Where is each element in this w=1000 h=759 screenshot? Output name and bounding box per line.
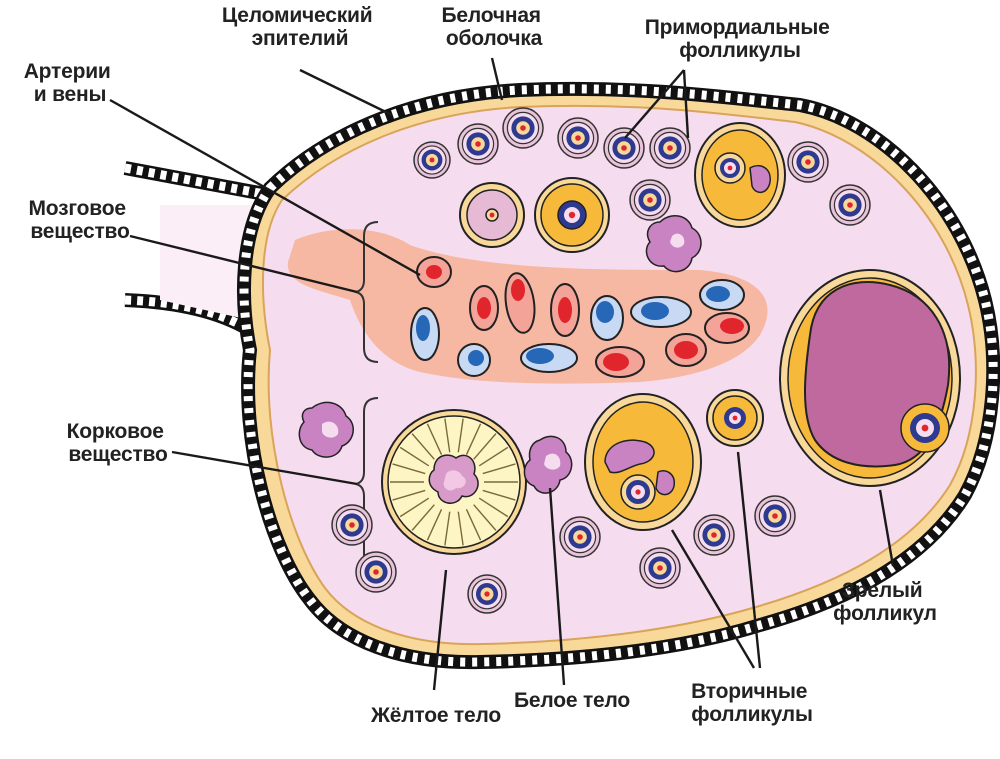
vein: [590, 295, 624, 341]
mature-follicle: [779, 269, 961, 487]
luteal-ray: [411, 433, 435, 460]
primordial-follicle: [559, 516, 601, 558]
artery: [595, 346, 645, 378]
luteal-ray: [465, 423, 482, 456]
primordial-follicle: [629, 179, 671, 221]
primordial-follicle: [829, 184, 871, 226]
primordial-follicle: [754, 495, 796, 537]
primordial-follicle: [457, 123, 499, 165]
luteal-ray: [392, 463, 426, 475]
label-corpus-albicans: Белое тело: [514, 689, 630, 712]
blood-vessels: [410, 256, 750, 378]
primordial-follicle: [557, 117, 599, 159]
corpus-albicans: [298, 401, 354, 458]
primary-follicle: [459, 182, 525, 248]
label-mature-follicle: Зрелый фолликул: [833, 579, 937, 625]
artery: [416, 256, 452, 288]
vein: [457, 343, 491, 377]
primordial-follicle: [639, 547, 681, 589]
luteal-ray: [411, 504, 435, 531]
artery: [665, 333, 707, 367]
label-arteries-veins: Артерии и вены: [24, 60, 117, 106]
primordial-follicle: [502, 107, 544, 149]
primordial-follicle: [603, 127, 645, 169]
artery: [550, 283, 580, 337]
luteal-ray: [478, 446, 509, 467]
primordial-follicle: [331, 504, 373, 546]
label-corpus-luteum: Жёлтое тело: [370, 704, 501, 727]
label-primordial-follicles: Примордиальные фолликулы: [645, 16, 836, 62]
luteal-ray: [399, 446, 430, 467]
label-coelomic-epithelium: Целомический эпителий: [222, 4, 378, 50]
luteal-ray: [444, 418, 451, 453]
artery: [469, 285, 499, 331]
vein: [410, 307, 440, 361]
primordial-follicle: [649, 127, 691, 169]
primordial-follicle: [355, 551, 397, 593]
label-tunica-albuginea: Белочная оболочка: [442, 4, 547, 50]
artery: [504, 272, 536, 334]
vein: [699, 279, 745, 311]
primordial-follicle: [693, 514, 735, 556]
corpus-luteum: [381, 409, 527, 555]
luteal-ray: [478, 497, 509, 518]
leader-lines: [109, 57, 895, 691]
label-medulla: Мозговое вещество: [29, 197, 132, 243]
corpus-albicans: [645, 215, 702, 273]
corpus-albicans: [523, 435, 573, 494]
primordial-follicle: [467, 574, 507, 614]
luteal-ray: [465, 508, 482, 541]
luteal-ray: [473, 433, 497, 460]
primordial-follicle: [787, 141, 829, 183]
luteal-ray: [473, 504, 497, 531]
luteal-ray: [444, 511, 451, 546]
luteal-ray: [399, 497, 430, 518]
artery: [704, 312, 750, 344]
label-secondary-follicles: Вторичные фолликулы: [691, 680, 813, 726]
luteal-ray: [457, 511, 464, 546]
vein: [630, 296, 692, 328]
luteal-ray: [482, 489, 516, 501]
primordial-follicles: [331, 107, 871, 614]
label-cortex: Корковое вещество: [67, 420, 170, 466]
luteal-ray: [457, 418, 464, 453]
luteal-ray: [392, 489, 426, 501]
vein: [520, 343, 578, 373]
luteal-ray: [426, 508, 443, 541]
growing-follicle: [534, 177, 610, 253]
secondary-follicle: [694, 122, 786, 228]
labels: Целомический эпителий Белочная оболочка …: [24, 4, 937, 727]
secondary-follicle: [584, 393, 702, 531]
secondary-follicle-small: [706, 389, 764, 447]
primordial-follicle: [413, 141, 451, 179]
luteal-ray: [426, 423, 443, 456]
luteal-ray: [482, 463, 516, 475]
